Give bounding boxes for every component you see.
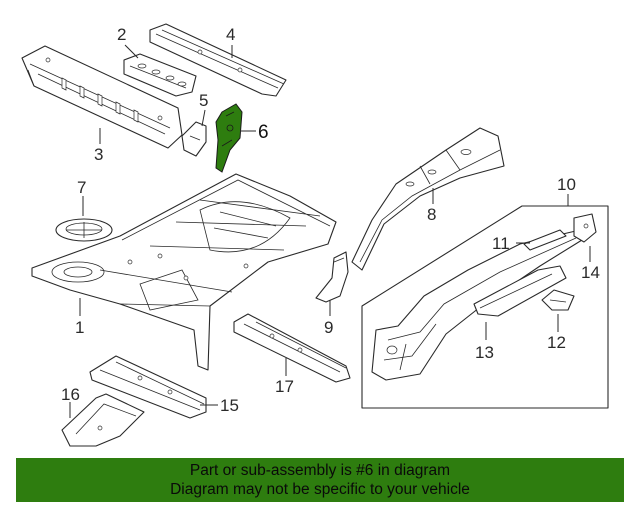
part-14-bracket[interactable] <box>573 213 597 243</box>
callout-9[interactable]: 9 <box>324 318 333 337</box>
part-13-rail-assembly[interactable] <box>371 229 583 381</box>
callout-2[interactable]: 2 <box>117 25 126 44</box>
callout-8[interactable]: 8 <box>427 205 436 224</box>
callout-14[interactable]: 14 <box>581 263 600 282</box>
callout-5[interactable]: 5 <box>199 91 208 110</box>
callout-12[interactable]: 12 <box>547 333 566 352</box>
callout-17[interactable]: 17 <box>275 377 294 396</box>
banner-line-2: Diagram may not be specific to your vehi… <box>170 481 470 498</box>
callout-10[interactable]: 10 <box>557 175 576 194</box>
part-7-plug[interactable] <box>55 218 113 242</box>
callout-1[interactable]: 1 <box>75 318 84 337</box>
part-16-bracket[interactable] <box>61 393 145 447</box>
part-2-bracket[interactable] <box>123 53 197 97</box>
callout-11[interactable]: 11 <box>492 234 510 253</box>
part-6-highlighted[interactable] <box>215 103 243 173</box>
callout-6[interactable]: 6 <box>258 122 269 143</box>
part-3-rear-panel[interactable] <box>21 45 183 149</box>
callout-numbers: 2 4 3 5 6 7 1 8 9 10 11 14 13 12 15 16 1… <box>61 25 600 415</box>
callout-15[interactable]: 15 <box>220 396 239 415</box>
part-17-cross-member[interactable] <box>233 313 351 383</box>
part-1-floor-pan[interactable] <box>31 173 337 371</box>
parts-diagram: 2 4 3 5 6 7 1 8 9 10 11 14 13 12 15 16 1… <box>21 23 609 447</box>
part-11-bracket[interactable] <box>523 229 567 251</box>
callout-3[interactable]: 3 <box>94 145 103 164</box>
callout-4[interactable]: 4 <box>226 25 235 44</box>
callout-7[interactable]: 7 <box>77 178 86 197</box>
part-15-floor-member[interactable] <box>89 355 207 419</box>
banner-line-1: Part or sub-assembly is #6 in diagram <box>189 462 451 479</box>
part-9-bracket[interactable] <box>315 251 349 303</box>
info-banner: Part or sub-assembly is #6 in diagram Di… <box>16 458 624 502</box>
callout-13[interactable]: 13 <box>475 343 494 362</box>
part-8-side-rail[interactable] <box>351 127 505 271</box>
part-4-cross-member[interactable] <box>149 23 287 97</box>
leader-lines <box>69 44 591 418</box>
part-12-bracket[interactable] <box>541 289 575 311</box>
callout-16[interactable]: 16 <box>61 385 80 404</box>
part-5-bracket[interactable] <box>181 121 207 157</box>
